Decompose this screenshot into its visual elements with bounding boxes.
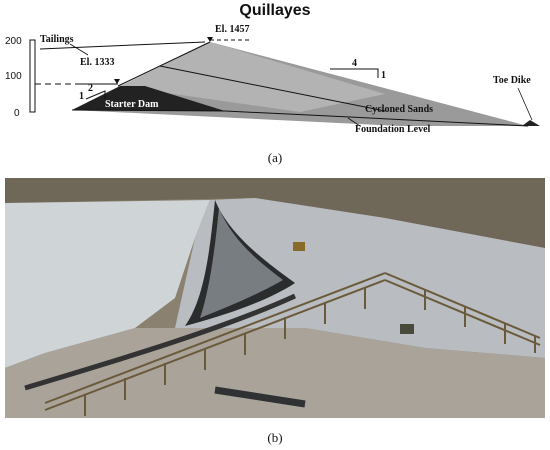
label-el-1457: El. 1457 [215,24,249,35]
label-slope-run-downstream: 4 [352,58,357,69]
label-slope-run-upstream: 2 [88,83,93,94]
dam-photograph [5,178,545,418]
label-tailings: Tailings [40,34,74,45]
label-toe-dike: Toe Dike [493,75,531,86]
internal-boundary [159,65,386,112]
tailings-pond [5,200,210,368]
figure-title: Quillayes [239,2,311,19]
hillside [5,178,545,248]
label-foundation-level: Foundation Level [355,124,431,134]
scale-bar [29,39,36,113]
scale-tick-100: 100 [5,71,22,82]
trestle-bridge-right [384,272,541,353]
foundation-line [71,109,529,127]
upstream-boundary [117,41,211,87]
tailings-leader [69,43,89,56]
caption-b: (b) [267,430,283,445]
scale-tick-0: 0 [14,108,20,119]
truck-lower [400,324,414,334]
el-1333-marker-icon [114,79,120,84]
upstream-slope-indicator [85,90,106,100]
downstream-slope-indicator [330,68,379,78]
starter-dam [72,86,225,111]
label-el-1333: El. 1333 [80,57,114,68]
label-cycloned-sands: Cycloned Sands [365,104,433,115]
crest-marker-icon [207,37,213,42]
label-starter-dam: Starter Dam [105,99,159,110]
tailings-line [39,41,206,50]
dam-cross-section: 200 100 0 Tailings El. 1457 El. 1333 [5,24,540,134]
toe-dike-leader [517,87,533,121]
truck-upper [293,242,305,251]
liner-highlight [200,208,283,318]
foundation-leader [347,117,361,127]
pipeline [24,293,297,391]
label-slope-rise-upstream: 1 [79,91,84,102]
foreground-pipe [214,386,306,408]
toe-dike [522,120,540,126]
trestle-bridge-left [44,272,386,416]
dam-shading [118,42,385,112]
scale-tick-200: 200 [5,36,22,47]
label-slope-rise-downstream: 1 [381,70,386,81]
caption-a: (a) [267,150,283,165]
